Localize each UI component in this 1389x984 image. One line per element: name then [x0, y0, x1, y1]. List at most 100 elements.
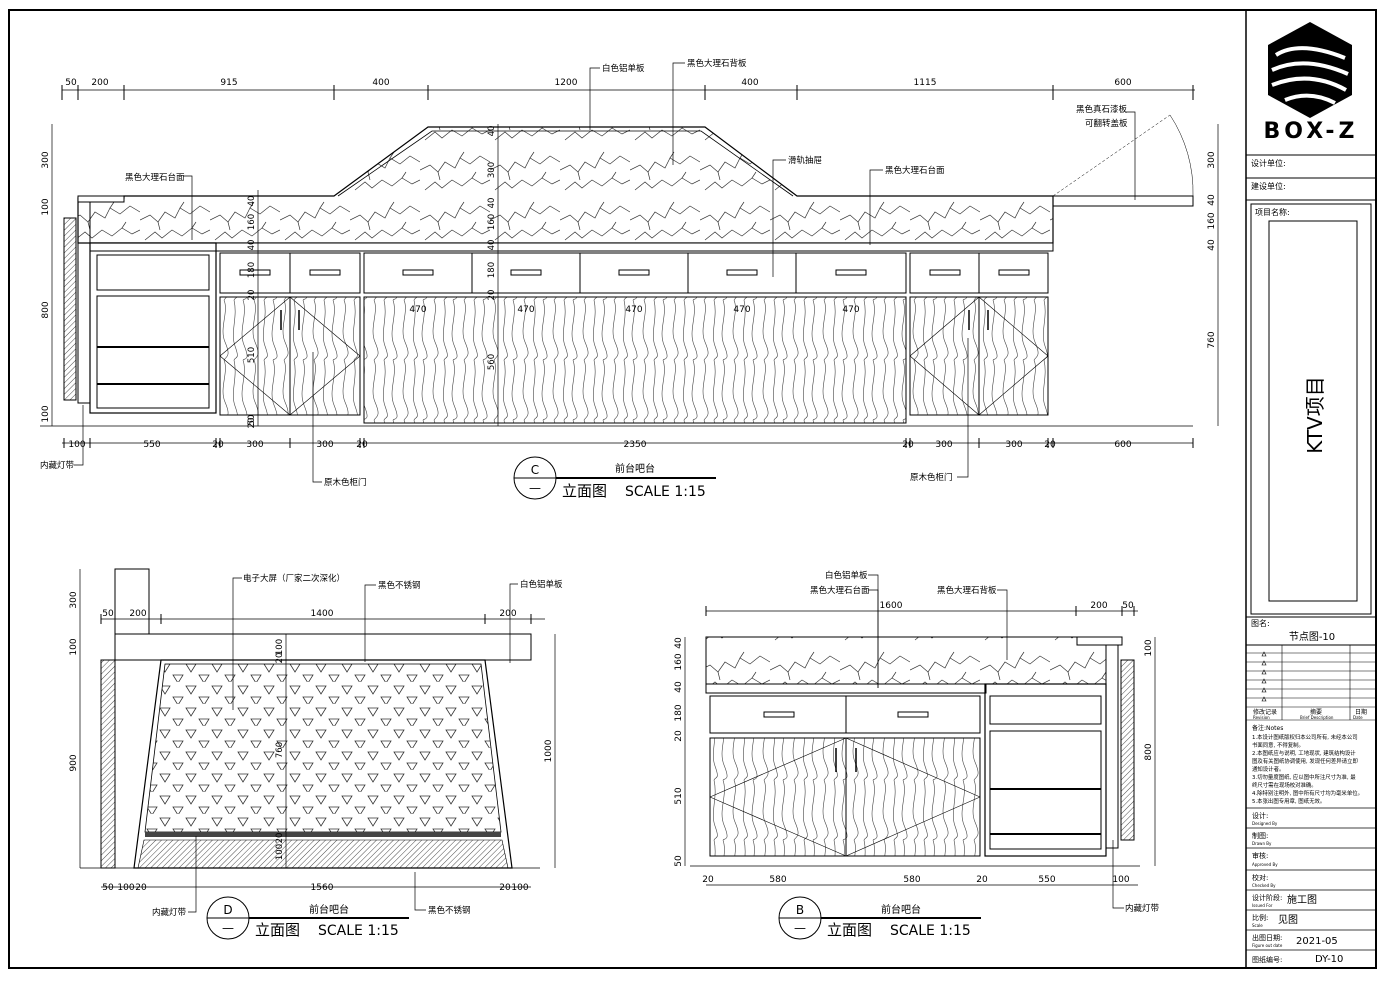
dim-b-left-2: 40	[674, 681, 684, 693]
dim-c-door-7: 50	[247, 415, 257, 426]
design-label: 设计:	[1252, 811, 1268, 820]
dim-c-mid-6: 20	[487, 290, 497, 301]
title-b-name: 前台吧台	[881, 903, 921, 916]
dim-b-left-1: 160	[674, 653, 684, 670]
date-label: 出图日期:	[1252, 933, 1282, 942]
dim-b-top-2: 50	[1122, 601, 1134, 611]
rev-header-en-1: Revision	[1253, 715, 1270, 720]
svg-text:—: —	[794, 921, 806, 935]
label-b-led: 内藏灯带	[1125, 903, 1160, 914]
label-c-door-left: 原木色柜门	[324, 477, 367, 488]
issued-label-en: Issued For	[1252, 903, 1273, 908]
dim-c-top-3: 400	[372, 78, 389, 88]
dim-c-mid-2: 40	[487, 198, 497, 209]
rev-header-en-3: Date	[1353, 715, 1363, 720]
label-d-led: 内藏灯带	[152, 907, 187, 918]
dim-b-left-3: 180	[674, 704, 684, 721]
scale-label-en: Scale	[1252, 923, 1263, 928]
title-d-scale: SCALE 1:15	[318, 923, 399, 939]
dim-c-bot-10: 20	[1044, 440, 1056, 450]
dim-c-top-7: 600	[1114, 78, 1131, 88]
dim-d-bot-5: 100	[511, 883, 528, 893]
label-d-steel-bottom: 黑色不锈钢	[428, 905, 471, 916]
issued-value: 施工图	[1287, 893, 1317, 906]
drawing-name-label: 图名:	[1251, 618, 1270, 628]
dim-c-door-1: 510	[247, 347, 257, 363]
dim-c-top-0: 50	[65, 78, 77, 88]
title-c-title: 立面图	[562, 482, 607, 500]
dim-c-mid-4: 40	[487, 240, 497, 251]
number-label: 图纸编号:	[1252, 955, 1282, 964]
dim-c-top-1: 200	[91, 78, 108, 88]
drawing-name: 节点图-10	[1289, 631, 1335, 643]
dim-b-left-4: 20	[674, 730, 684, 742]
dim-d-bot-3: 1560	[311, 883, 334, 893]
svg-text:2.本图纸应与说明, 工地现状, 建筑结构设计: 2.本图纸应与说明, 工地现状, 建筑结构设计	[1252, 749, 1356, 757]
title-b-title: 立面图	[827, 921, 872, 939]
drawer-w-0: 470	[409, 305, 426, 315]
rev-header-3: 日期	[1355, 708, 1367, 716]
title-b-scale: SCALE 1:15	[890, 923, 971, 939]
dim-c-top-4: 1200	[555, 78, 578, 88]
dim-d-left-0: 300	[69, 591, 79, 608]
dim-c-left-0: 300	[41, 151, 51, 168]
approved-label: 审核:	[1252, 851, 1268, 860]
dim-c-right-3: 40	[1207, 239, 1217, 251]
label-c-marble-top-right: 黑色大理石台面	[885, 165, 945, 176]
title-c-name: 前台吧台	[615, 462, 655, 475]
dim-c-bot-8: 300	[935, 440, 952, 450]
drawer-w-2: 470	[625, 305, 642, 315]
drawn-label: 制图:	[1252, 831, 1268, 840]
dim-c-top-5: 400	[741, 78, 758, 88]
dim-c-door-6: 40	[247, 196, 257, 207]
dim-b-right-0: 100	[1144, 639, 1154, 656]
title-block: BOX-Z 设计单位: 建设单位: 项目名称: KTV项目 图名: 节点图-10	[1246, 22, 1376, 965]
svg-text:终尺寸需在现场校对准确。: 终尺寸需在现场校对准确。	[1252, 781, 1317, 789]
number-value: DY-10	[1315, 954, 1343, 965]
dim-c-top-2: 915	[220, 78, 237, 88]
date-label-en: Figure out date	[1252, 943, 1283, 948]
dim-c-left-1: 100	[41, 198, 51, 215]
drawer-w-1: 470	[517, 305, 534, 315]
dim-c-door-2: 20	[247, 418, 257, 429]
dim-d-left-2: 900	[69, 754, 79, 771]
title-b: B — 前台吧台 立面图 SCALE 1:15	[778, 896, 981, 940]
date-value: 2021-05	[1296, 936, 1338, 947]
dim-d-mid-4: 20	[275, 833, 285, 844]
dim-c-bot-6: 2350	[624, 440, 647, 450]
dim-b-bot-2: 580	[903, 875, 920, 885]
dim-b-bot-4: 550	[1038, 875, 1055, 885]
label-d-steel-top: 黑色不锈钢	[378, 580, 421, 591]
dim-c-mid-1: 300	[487, 162, 497, 178]
dim-b-bot-5: 100	[1112, 875, 1129, 885]
dim-d-top-1: 200	[129, 609, 146, 619]
box-z-logo: BOX-Z	[1264, 22, 1359, 144]
drawer-w-3: 470	[733, 305, 750, 315]
svg-text:图及有关图纸协调使用, 发现任何差异请立即: 图及有关图纸协调使用, 发现任何差异请立即	[1252, 757, 1358, 765]
label-c-marble-back: 黑色大理石背板	[687, 58, 747, 69]
svg-text:3.切勿量度图纸, 应以图中所注尺寸为准, 最: 3.切勿量度图纸, 应以图中所注尺寸为准, 最	[1252, 773, 1356, 781]
label-c-slide-drawer: 滑轨抽屉	[788, 155, 822, 166]
dim-d-bot-1: 100	[117, 883, 134, 893]
dim-c-left-3: 100	[41, 405, 51, 422]
label-d-screen: 电子大屏（厂家二次深化）	[243, 573, 345, 584]
dim-b-bot-0: 20	[702, 875, 714, 885]
label-b-white-alu: 白色铝单板	[825, 570, 868, 581]
wood-panel-c	[363, 296, 907, 424]
svg-text:5.本张出图专用章, 图纸无效。: 5.本张出图专用章, 图纸无效。	[1252, 797, 1325, 805]
screen-d	[144, 663, 502, 833]
logo-text: BOX-Z	[1264, 119, 1359, 144]
project-name-label: 项目名称:	[1255, 207, 1290, 217]
approved-label-en: Approved By	[1252, 862, 1278, 867]
dim-c-mid-5: 180	[487, 262, 497, 278]
dim-c-left-2: 800	[41, 301, 51, 318]
dim-c-bot-1: 550	[143, 440, 160, 450]
dim-d-bot-2: 20	[135, 883, 147, 893]
dim-c-bot-4: 300	[316, 440, 333, 450]
dim-b-top-1: 200	[1090, 601, 1107, 611]
label-c-led: 内藏灯带	[40, 460, 75, 471]
label-d-white-alu: 白色铝单板	[520, 579, 563, 590]
dim-c-bot-2: 20	[212, 440, 224, 450]
dim-b-left-5: 510	[674, 787, 684, 804]
